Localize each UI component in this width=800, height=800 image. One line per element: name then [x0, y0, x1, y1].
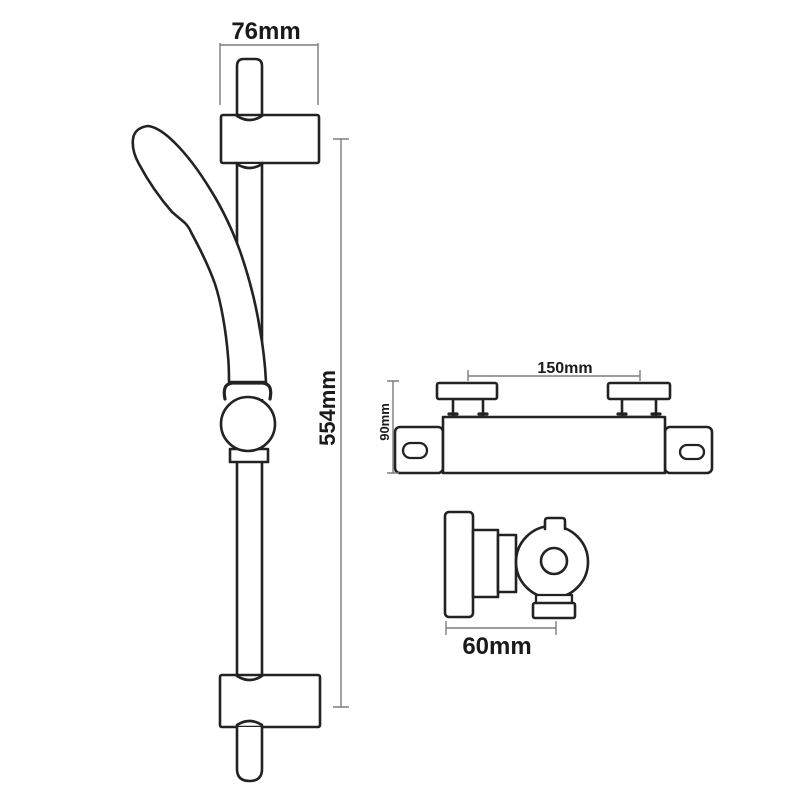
valve-side-outlet-cap	[531, 601, 577, 620]
rail-bottom-end	[235, 725, 264, 783]
valve-front-view	[393, 381, 714, 475]
dimension-rail-height: 554mm	[315, 138, 349, 708]
valve-side-view	[443, 510, 590, 620]
valve-depth-label: 60mm	[462, 633, 531, 660]
slider-knob	[219, 395, 277, 453]
rail-top-post	[235, 57, 264, 119]
rail-bottom-bracket-upper-seam	[235, 674, 264, 682]
rail-bottom-bracket	[218, 673, 322, 729]
dimension-valve-centres: 150mm	[467, 360, 641, 381]
valve-left-knob-cap	[435, 381, 499, 401]
valve-side-connector-1	[471, 528, 500, 599]
valve-height-dim-line	[387, 380, 399, 474]
valve-centres-dim-line	[467, 370, 641, 381]
handset-holder-collar	[222, 381, 273, 401]
valve-side-connector-2	[496, 533, 518, 594]
slide-rail-view	[131, 57, 322, 783]
dimension-valve-depth: 60mm	[445, 621, 557, 660]
dimension-valve-height: 90mm	[377, 380, 399, 474]
valve-left-bracket-slot	[401, 441, 429, 460]
rail-top-bracket	[219, 113, 321, 165]
valve-centres-label: 150mm	[537, 360, 592, 377]
rail-height-label: 554mm	[315, 370, 340, 446]
valve-right-bracket	[663, 425, 714, 475]
rail-height-dim-line	[333, 138, 349, 708]
valve-right-knob-cap	[606, 381, 672, 401]
valve-right-bracket-slot	[678, 443, 706, 461]
rail-width-label: 76mm	[231, 18, 300, 45]
rail-width-dim-line	[219, 43, 319, 105]
valve-height-label: 90mm	[377, 403, 392, 441]
valve-body	[441, 415, 667, 475]
rail-top-bracket-post-seam	[235, 114, 264, 122]
rail-top-bracket-lower-seam	[235, 162, 264, 170]
valve-depth-dim-line	[445, 621, 557, 635]
rail-bottom-bracket-lower-seam	[235, 719, 264, 727]
handset	[131, 124, 268, 384]
valve-side-centre-boss	[539, 546, 569, 576]
valve-side-flange	[443, 510, 475, 619]
valve-side-top-tab	[543, 516, 567, 531]
dimension-rail-width: 76mm	[219, 18, 319, 105]
